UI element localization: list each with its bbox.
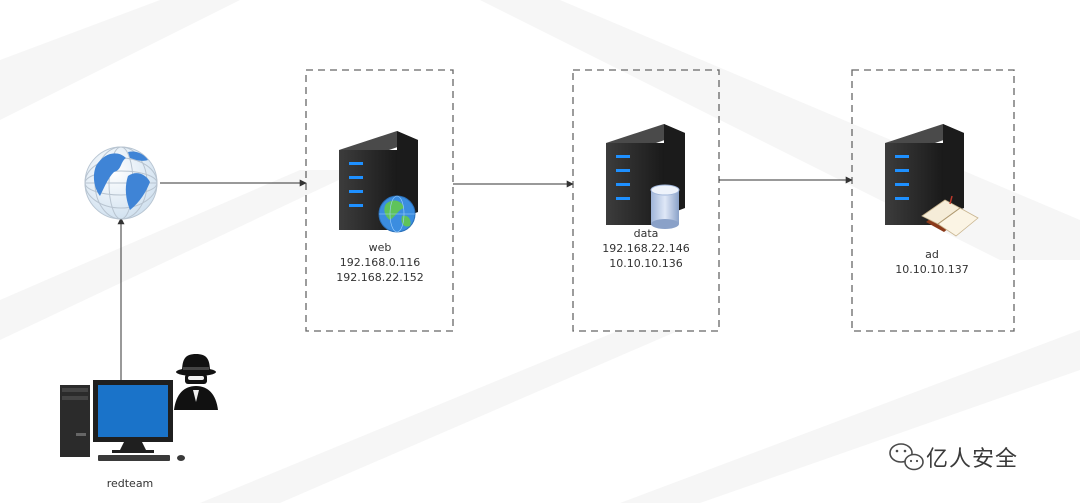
web-name: web bbox=[368, 241, 392, 254]
attacker-name: redteam bbox=[106, 477, 154, 490]
desktop-computer-icon bbox=[60, 380, 185, 461]
watermark: 亿人安全 bbox=[888, 440, 1018, 474]
wechat-icon bbox=[889, 443, 924, 471]
web-zone bbox=[305, 69, 454, 332]
ad-zone bbox=[851, 69, 1015, 332]
ad-name: ad bbox=[925, 248, 939, 261]
web-server-icon bbox=[339, 131, 418, 230]
book-icon bbox=[921, 195, 979, 237]
data-ip-1: 192.168.22.146 bbox=[602, 242, 690, 255]
hacker-icon bbox=[174, 354, 218, 410]
data-label: data 192.168.22.146 10.10.10.136 bbox=[596, 226, 696, 271]
attacker-label: redteam bbox=[90, 476, 170, 491]
ad-ip-1: 10.10.10.137 bbox=[895, 263, 969, 276]
data-name: data bbox=[633, 227, 659, 240]
web-ip-1: 192.168.0.116 bbox=[339, 256, 421, 269]
database-icon bbox=[650, 184, 680, 229]
data-zone bbox=[572, 69, 720, 332]
data-ip-2: 10.10.10.136 bbox=[609, 257, 683, 270]
globe-icon bbox=[84, 146, 158, 220]
web-ip-2: 192.168.22.152 bbox=[336, 271, 424, 284]
globe-icon bbox=[378, 195, 416, 233]
watermark-text: 亿人安全 bbox=[926, 447, 1019, 472]
ad-server-icon bbox=[885, 124, 964, 225]
web-label: web 192.168.0.116 192.168.22.152 bbox=[330, 240, 430, 285]
ad-label: ad 10.10.10.137 bbox=[882, 247, 982, 277]
data-server-icon bbox=[606, 124, 685, 225]
